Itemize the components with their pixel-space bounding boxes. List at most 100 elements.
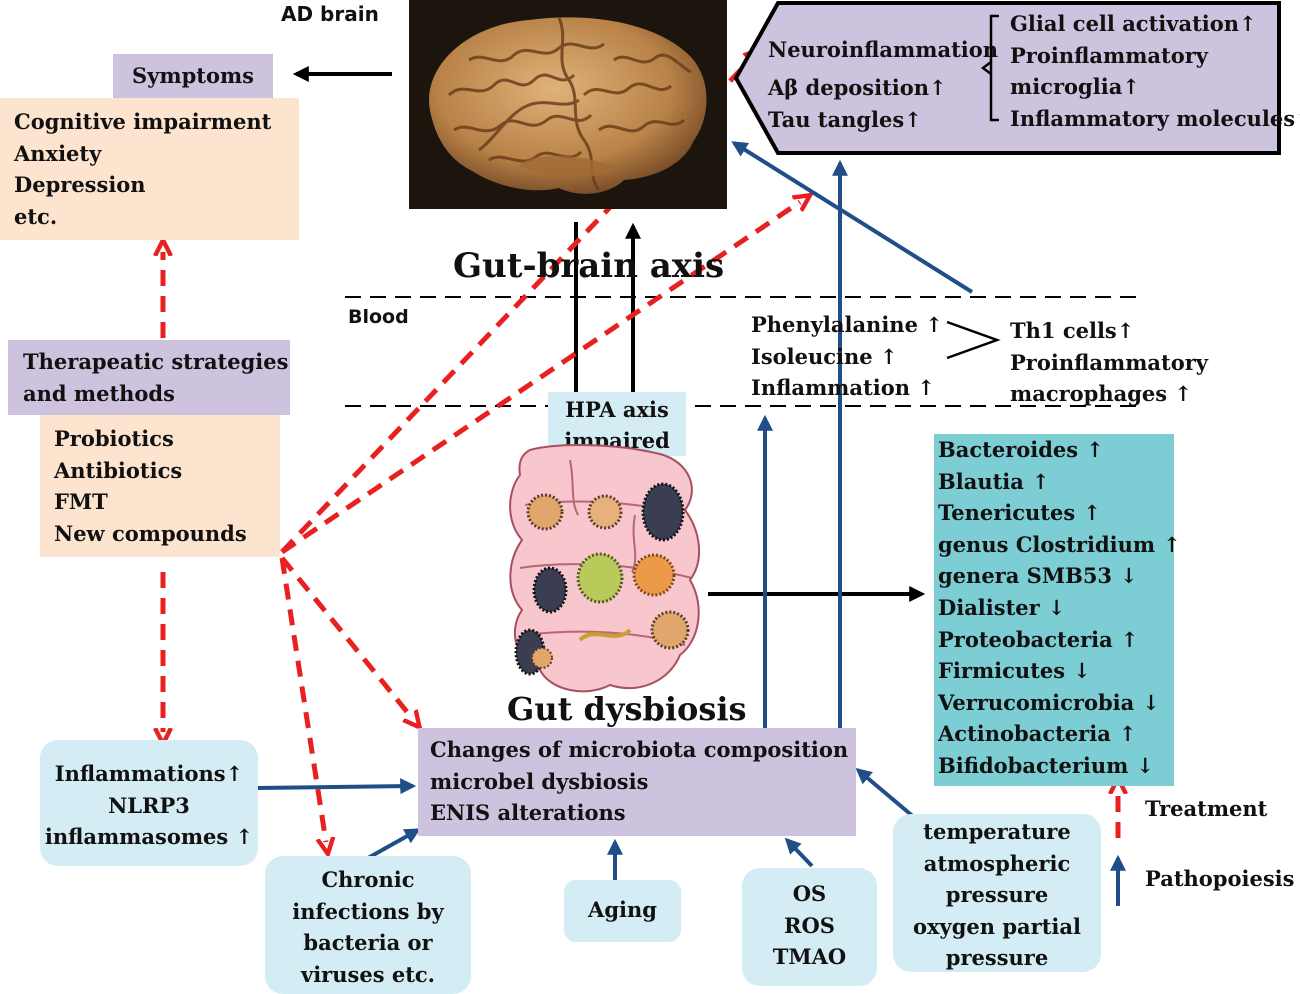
symptoms-list-box: Cognitive impairment Anxiety Depression … bbox=[0, 98, 299, 240]
bacteria-name: Firmicutes bbox=[938, 658, 1066, 684]
bacteria-list: Bacteroides↑Blautia↑Tenericutes↑genus Cl… bbox=[938, 434, 1181, 782]
bacteria-row: Tenericutes↑ bbox=[938, 497, 1174, 529]
bacteria-name: Bacteroides bbox=[938, 437, 1079, 462]
bacteria-trend: ↑ bbox=[1118, 721, 1137, 747]
blood-immune-join bbox=[946, 320, 1001, 360]
bacteria-trend: ↓ bbox=[1142, 689, 1160, 715]
bacteria-trend: ↓ bbox=[1120, 563, 1138, 589]
therapy-title-box: Therapeatic strategies and methods bbox=[8, 340, 290, 415]
therapy-title-line-2: and methods bbox=[23, 380, 175, 406]
environment-line: atmospheric bbox=[923, 850, 1071, 876]
tau-label: Tau tangles↑ bbox=[768, 107, 922, 132]
microbes bbox=[514, 482, 690, 676]
inflammations-label: Inflammations↑ bbox=[54, 761, 244, 786]
nlrp3-label: NLRP3 bbox=[108, 792, 190, 818]
bacteria-trend: ↑ bbox=[1031, 468, 1050, 494]
phenylalanine-label: Phenylalanine ↑ bbox=[751, 312, 943, 337]
infections-box: Chronic infections by bacteria or viruse… bbox=[265, 856, 471, 994]
glial-activation-label: Glial cell activation↑ bbox=[1010, 11, 1257, 36]
oxidative-to-microbiota-arrow bbox=[784, 837, 814, 868]
aging-box: Aging bbox=[564, 880, 681, 942]
proinflammatory-label: Proinflammatory bbox=[1010, 42, 1209, 68]
brain-image bbox=[429, 17, 707, 194]
bacteria-trend: ↑ bbox=[1163, 531, 1181, 557]
microbiota-composition-label: Changes of microbiota composition bbox=[430, 737, 849, 762]
th1-cells-label: Th1 cells↑ bbox=[1010, 318, 1135, 343]
gut-illustration bbox=[500, 440, 712, 702]
bacteria-row: Proteobacteria↑ bbox=[938, 624, 1174, 656]
bacteria-row: Blautia ↑ bbox=[938, 466, 1174, 498]
therapy-item: Antibiotics bbox=[54, 457, 183, 483]
tmao-label: TMAO bbox=[772, 944, 847, 969]
hpa-line-1: HPA axis bbox=[565, 397, 669, 422]
environment-line: temperature bbox=[923, 819, 1071, 844]
bacteria-row: genus Clostridium↑ bbox=[938, 529, 1181, 561]
aging-label: Aging bbox=[588, 897, 657, 922]
bacteria-row: Firmicutes ↓ bbox=[938, 655, 1174, 687]
oxidative-box: OS ROS TMAO bbox=[742, 868, 877, 986]
bacteria-trend: ↓ bbox=[1047, 594, 1066, 620]
environment-box: temperature atmospheric pressure oxygen … bbox=[893, 814, 1101, 972]
environment-line: pressure bbox=[945, 945, 1049, 970]
bacteria-trend: ↑ bbox=[1086, 437, 1104, 462]
infections-to-microbiota-arrow bbox=[367, 828, 421, 860]
bacteria-box: Bacteroides↑Blautia↑Tenericutes↑genus Cl… bbox=[934, 434, 1181, 786]
therapy-to-brain-arrow bbox=[280, 202, 800, 555]
therapy-to-neuroinflammation-arrow bbox=[280, 58, 752, 554]
bacteria-name: Bifidobacterium bbox=[938, 752, 1129, 778]
therapy-title-line-1: Therapeatic strategies bbox=[23, 349, 289, 374]
infections-line: viruses etc. bbox=[301, 961, 435, 987]
bacteria-name: Blautia bbox=[938, 468, 1024, 494]
blood-label: Blood bbox=[348, 306, 409, 328]
symptoms-title: Symptoms bbox=[131, 63, 255, 88]
symptom-item: etc. bbox=[14, 203, 58, 229]
inflammasomes-label: inflammasomes ↑ bbox=[44, 824, 254, 849]
therapy-list-box: Probiotics Antibiotics FMT New compounds bbox=[40, 415, 280, 557]
inflammation-label: Inflammation ↑ bbox=[751, 375, 935, 400]
gut-dysbiosis-label: Gut dysbiosis bbox=[507, 690, 747, 728]
isoleucine-label: Isoleucine ↑ bbox=[751, 343, 898, 369]
environment-line: oxygen partial bbox=[913, 913, 1081, 939]
ad-brain-label: AD brain bbox=[281, 2, 379, 26]
blood-markers-list: Phenylalanine ↑ Isoleucine ↑ Inflammatio… bbox=[751, 309, 943, 404]
bacteria-trend: ↓ bbox=[1073, 658, 1091, 684]
therapy-item: Probiotics bbox=[54, 426, 174, 451]
brain-photo bbox=[409, 0, 727, 209]
infections-line: bacteria or bbox=[303, 930, 433, 955]
immune-cells-list: Th1 cells↑ Proinflammatory macrophages ↑ bbox=[1010, 315, 1208, 410]
symptom-item: Anxiety bbox=[14, 140, 102, 166]
hpa-box: HPA axis impaired bbox=[548, 392, 686, 456]
bacteria-name: genera SMB53 bbox=[938, 563, 1113, 589]
bacteria-name: Verrucomicrobia bbox=[938, 689, 1135, 715]
macrophages-label: macrophages ↑ bbox=[1010, 381, 1193, 406]
symptom-item: Depression bbox=[14, 172, 146, 197]
bacteria-trend: ↑ bbox=[1083, 500, 1101, 526]
microbial-dysbiosis-label: microbel dysbiosis bbox=[430, 768, 649, 794]
symptom-item: Cognitive impairment bbox=[14, 109, 272, 134]
os-label: OS bbox=[792, 881, 827, 906]
bacteria-row: Dialister ↓ bbox=[938, 592, 1174, 624]
neuroinflammation-label: Neuroinflammation bbox=[768, 37, 999, 62]
bacteria-name: Actinobacteria bbox=[938, 721, 1111, 747]
therapy-to-infections-arrow bbox=[279, 557, 326, 842]
proinflammatory-cells-label: Proinflammatory bbox=[1010, 349, 1209, 375]
pathology-right-list: Glial cell activation↑ Proinflammatory m… bbox=[1010, 8, 1300, 134]
infections-line: infections by bbox=[292, 898, 444, 924]
bacteria-trend: ↑ bbox=[1120, 626, 1139, 652]
bacteria-row: Actinobacteria ↑ bbox=[938, 718, 1174, 750]
inflammations-to-microbiota-arrow bbox=[257, 778, 417, 795]
bacteria-row: Bifidobacterium↓ bbox=[938, 750, 1174, 782]
pathology-box-shape bbox=[733, 1, 1281, 155]
therapy-item: New compounds bbox=[54, 520, 247, 546]
gut-image bbox=[509, 444, 701, 693]
therapy-item: FMT bbox=[54, 489, 108, 514]
environment-to-microbiota-arrow bbox=[855, 767, 917, 820]
microbiota-changes-box: Changes of microbiota composition microb… bbox=[418, 728, 856, 836]
bacteria-name: Dialister bbox=[938, 594, 1040, 620]
environment-line: pressure bbox=[945, 882, 1049, 907]
therapy-to-microbiota-arrow bbox=[280, 556, 412, 718]
pathology-left-list: Neuroinflammation Aβ deposition↑ Tau tan… bbox=[768, 32, 998, 136]
immune-to-brain-arrow bbox=[731, 141, 974, 294]
legend-treatment-label: Treatment bbox=[1145, 796, 1268, 821]
